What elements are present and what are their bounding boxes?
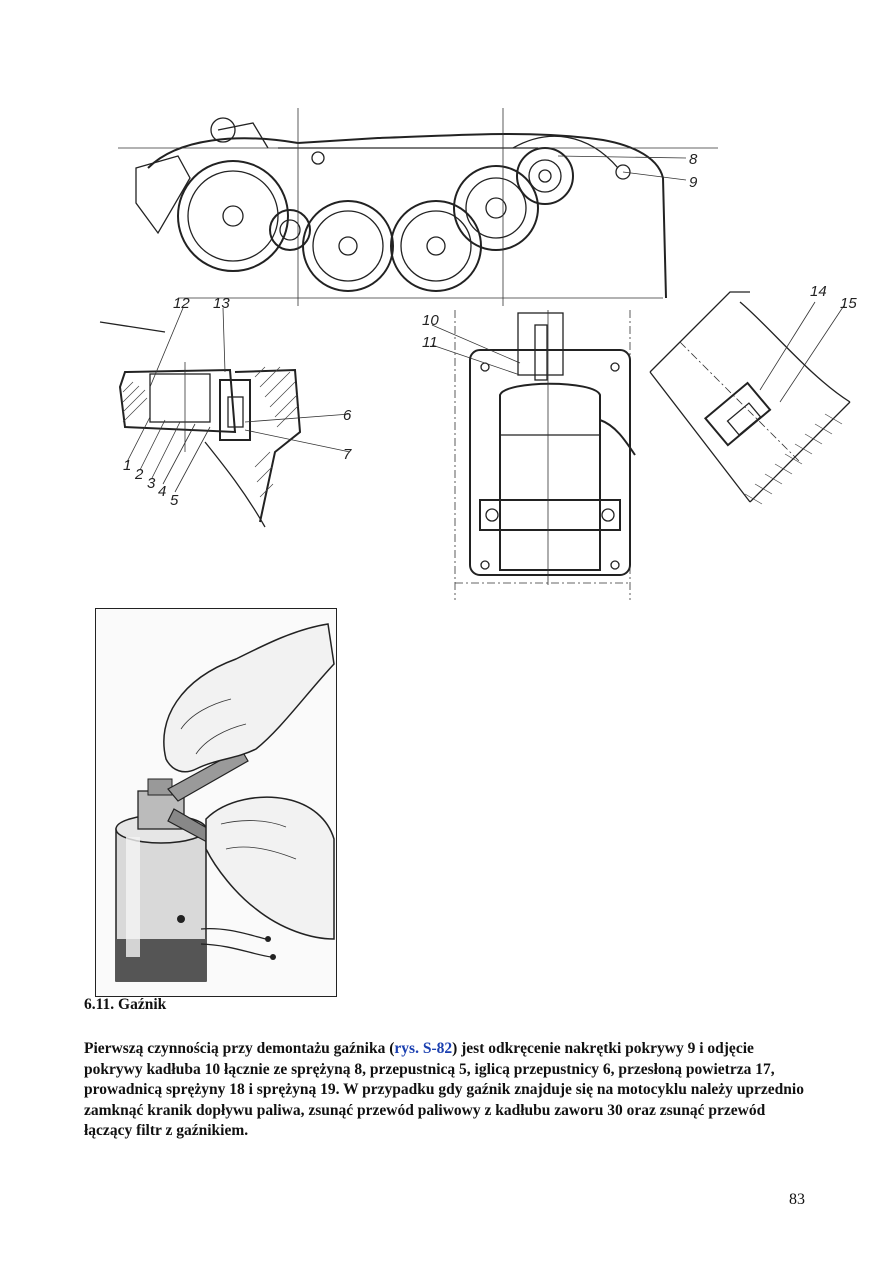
callout-12: 12 (173, 295, 190, 312)
callout-8: 8 (689, 151, 698, 168)
callout-7: 7 (343, 446, 352, 463)
callout-10: 10 (422, 312, 439, 329)
body-text-part-1: Pierwszą czynnością przy demontażu gaźni… (84, 1040, 395, 1057)
body-paragraph: Pierwszą czynnością przy demontażu gaźni… (84, 1039, 804, 1142)
callout-4: 4 (158, 483, 166, 500)
callout-6: 6 (343, 407, 352, 424)
coil-front-view-drawing: 10 11 (420, 305, 645, 600)
body-text-part-2: ) jest odkręcenie nakrętki pokrywy 9 i o… (84, 1040, 804, 1139)
section-title: 6.11. Gaźnik (84, 996, 167, 1013)
cross-section-drawing: 12 13 6 7 1 2 3 4 5 (95, 292, 380, 542)
callout-13: 13 (213, 295, 230, 312)
callout-9: 9 (689, 174, 698, 191)
angled-section-drawing: 14 15 (640, 282, 865, 512)
callout-11: 11 (422, 334, 438, 351)
engine-gear-train-drawing: 8 9 (118, 108, 718, 306)
page-number: 83 (789, 1191, 805, 1208)
callout-15: 15 (840, 295, 857, 312)
callout-5: 5 (170, 492, 179, 509)
figure-reference-link[interactable]: rys. S-82 (394, 1040, 453, 1057)
carburetor-wrench-photo (95, 608, 337, 997)
callout-1: 1 (123, 457, 131, 474)
callout-14: 14 (810, 283, 827, 300)
callout-2: 2 (134, 466, 144, 483)
callout-3: 3 (147, 475, 156, 492)
